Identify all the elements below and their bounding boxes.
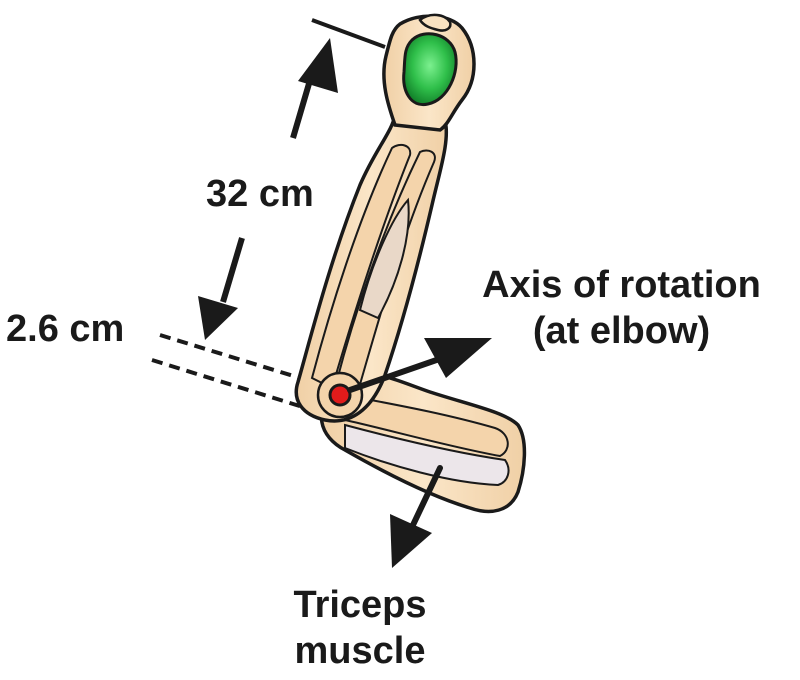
triceps-label-line1: Triceps [293,584,427,626]
axis-label-line2: (at elbow) [532,310,711,352]
triceps-arrow [390,465,443,568]
triceps-muscle-shape [344,423,510,487]
moment-arm-label: 2.6 cm [6,308,125,350]
axis-arrow [347,338,492,393]
axis-point-icon [328,383,352,407]
thumb [418,13,452,32]
moment-arm-dimension [151,333,307,410]
triceps-label-line2: muscle [294,630,426,672]
axis-of-rotation-label: Axis of rotation (at elbow) [454,262,789,354]
triceps-label: Triceps muscle [250,582,470,674]
axis-label-line1: Axis of rotation [482,264,761,306]
forearm-muscle [358,197,410,320]
forearm-length-dimension [198,18,386,340]
humerus-bone [344,393,509,458]
radius-bone [310,143,412,390]
forearm-length-label: 32 cm [206,173,314,215]
ball-icon [402,32,458,107]
